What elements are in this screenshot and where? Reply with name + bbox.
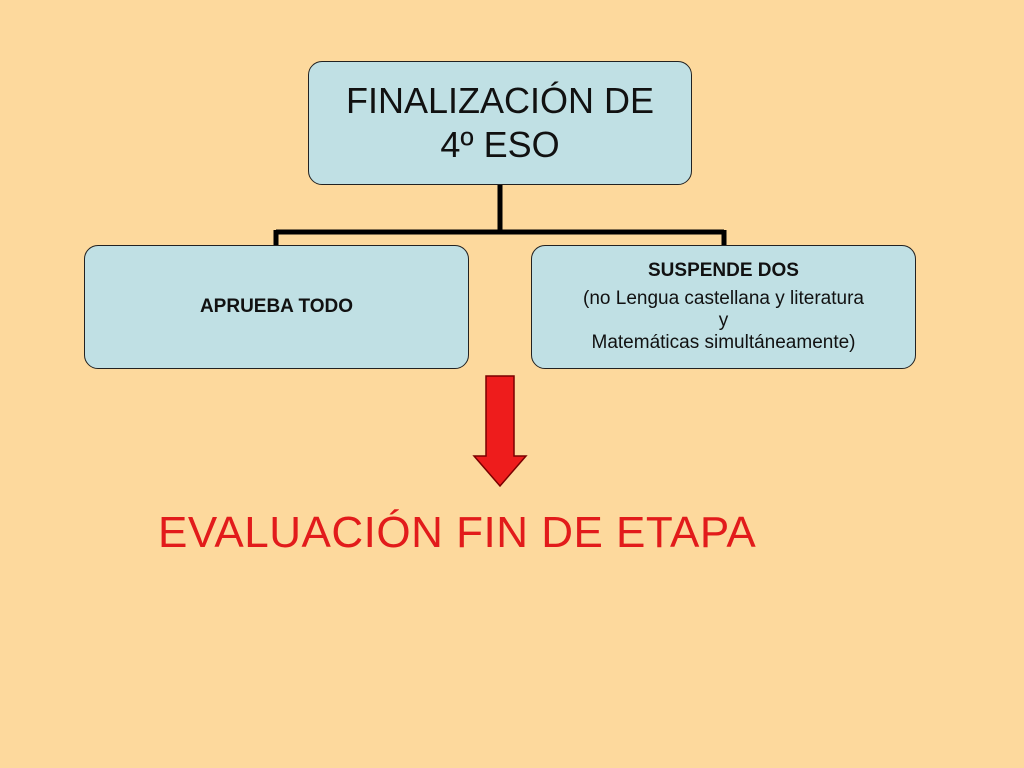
result-label: EVALUACIÓN FIN DE ETAPA <box>158 508 757 557</box>
branch-node-suspende-detail-1: (no Lengua castellana y literatura <box>583 288 864 309</box>
branch-node-suspende: SUSPENDE DOS (no Lengua castellana y lit… <box>531 245 916 369</box>
tree-connector <box>273 185 727 245</box>
branch-node-suspende-detail-3: Matemáticas simultáneamente) <box>591 332 856 353</box>
branch-node-suspende-detail-2: y <box>718 310 729 331</box>
root-node: FINALIZACIÓN DE 4º ESO <box>308 61 692 185</box>
branch-node-aprueba-title: APRUEBA TODO <box>199 296 354 317</box>
branch-node-suspende-title: SUSPENDE DOS <box>648 260 799 281</box>
root-node-line-2: 4º ESO <box>440 124 560 165</box>
branch-node-aprueba: APRUEBA TODO <box>84 245 469 369</box>
root-node-line-1: FINALIZACIÓN DE <box>345 80 655 121</box>
down-arrow-icon <box>472 375 528 488</box>
